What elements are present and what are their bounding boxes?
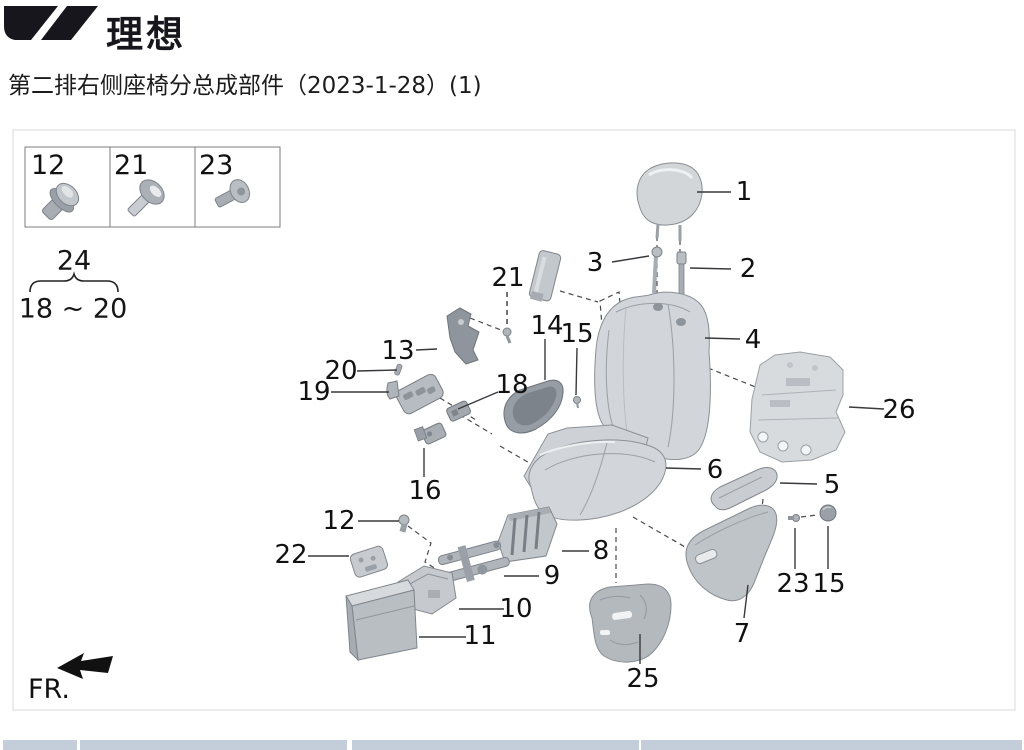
callout-16: 16 [408, 476, 442, 506]
callout-5: 5 [823, 470, 841, 500]
callout-11: 11 [463, 621, 497, 651]
part-hook-19 [386, 380, 400, 400]
callout-22: 22 [274, 540, 308, 570]
callout-9: 9 [543, 561, 561, 591]
group-24-brace [29, 271, 119, 293]
table-header-cell [3, 740, 77, 750]
part-headrest-guide-screw-3 [651, 246, 663, 294]
part-screw-12 [398, 514, 410, 533]
callout-19: 19 [297, 377, 331, 407]
callout-15: 15 [812, 569, 846, 599]
part-bracket-16b [413, 426, 428, 442]
callout-14: 14 [530, 311, 564, 341]
part-recliner-bracket [446, 307, 480, 365]
part-screw-23 [788, 514, 800, 522]
group-range-18-20: 18 ~ 20 [18, 293, 128, 325]
part-seat-cushion [528, 439, 667, 521]
callout-13: 13 [381, 336, 415, 366]
legend-num-12: 12 [31, 150, 66, 181]
part-side-trim [685, 504, 778, 602]
part-slide-rails [437, 540, 510, 582]
legend-num-23: 23 [199, 150, 234, 181]
callout-12: 12 [322, 506, 356, 536]
callout-10: 10 [499, 594, 533, 624]
callout-15: 15 [560, 319, 594, 349]
callout-leader-lines [308, 191, 885, 664]
li-auto-logo-icon [4, 6, 98, 40]
callout-2: 2 [739, 254, 757, 284]
page-title: 第二排右侧座椅分总成部件（2023-1-28）(1) [8, 73, 482, 99]
part-seatback-frame [749, 351, 846, 463]
part-clip-20 [394, 363, 403, 376]
part-suspension-mat [589, 583, 672, 663]
callout-8: 8 [592, 536, 610, 566]
callout-25: 25 [626, 664, 660, 694]
flanged-bolt-icon [41, 182, 80, 221]
table-header-cell [352, 740, 639, 750]
part-switch-panel [395, 373, 444, 415]
part-headrest-guide-sleeve-2 [676, 251, 687, 297]
callout-18: 18 [495, 370, 529, 400]
part-frame-bracket-8 [497, 506, 558, 563]
callout-7: 7 [733, 619, 751, 649]
fr-arrow-icon [57, 653, 113, 679]
callout-1: 1 [735, 177, 753, 207]
callout-21: 21 [491, 263, 525, 293]
callout-20: 20 [324, 356, 358, 386]
part-storage-box [345, 579, 418, 662]
callout-4: 4 [744, 325, 762, 355]
round-head-screw-icon [214, 179, 251, 208]
brand-name: 理想 [106, 13, 186, 56]
callout-3: 3 [586, 248, 604, 278]
group-label-24: 24 [56, 245, 92, 277]
fastener-legend-box [24, 146, 281, 228]
legend-num-21: 21 [114, 150, 149, 181]
oval-head-screw-icon [127, 179, 165, 217]
table-header-cell [80, 740, 347, 750]
part-screw-21 [502, 327, 512, 344]
callout-6: 6 [706, 455, 724, 485]
part-armrest [710, 467, 778, 511]
callout-26: 26 [882, 395, 916, 425]
part-trim-strip [528, 250, 562, 302]
table-header-cell [641, 740, 1022, 750]
diagram-border [12, 129, 1016, 711]
part-knob-15 [819, 504, 837, 522]
part-side-panel-22 [349, 545, 389, 578]
part-side-shield-14 [503, 379, 564, 434]
callout-23: 23 [776, 569, 810, 599]
part-headrest [636, 162, 703, 241]
part-screw-15 [573, 396, 581, 409]
fr-direction-label: FR. [28, 674, 70, 705]
